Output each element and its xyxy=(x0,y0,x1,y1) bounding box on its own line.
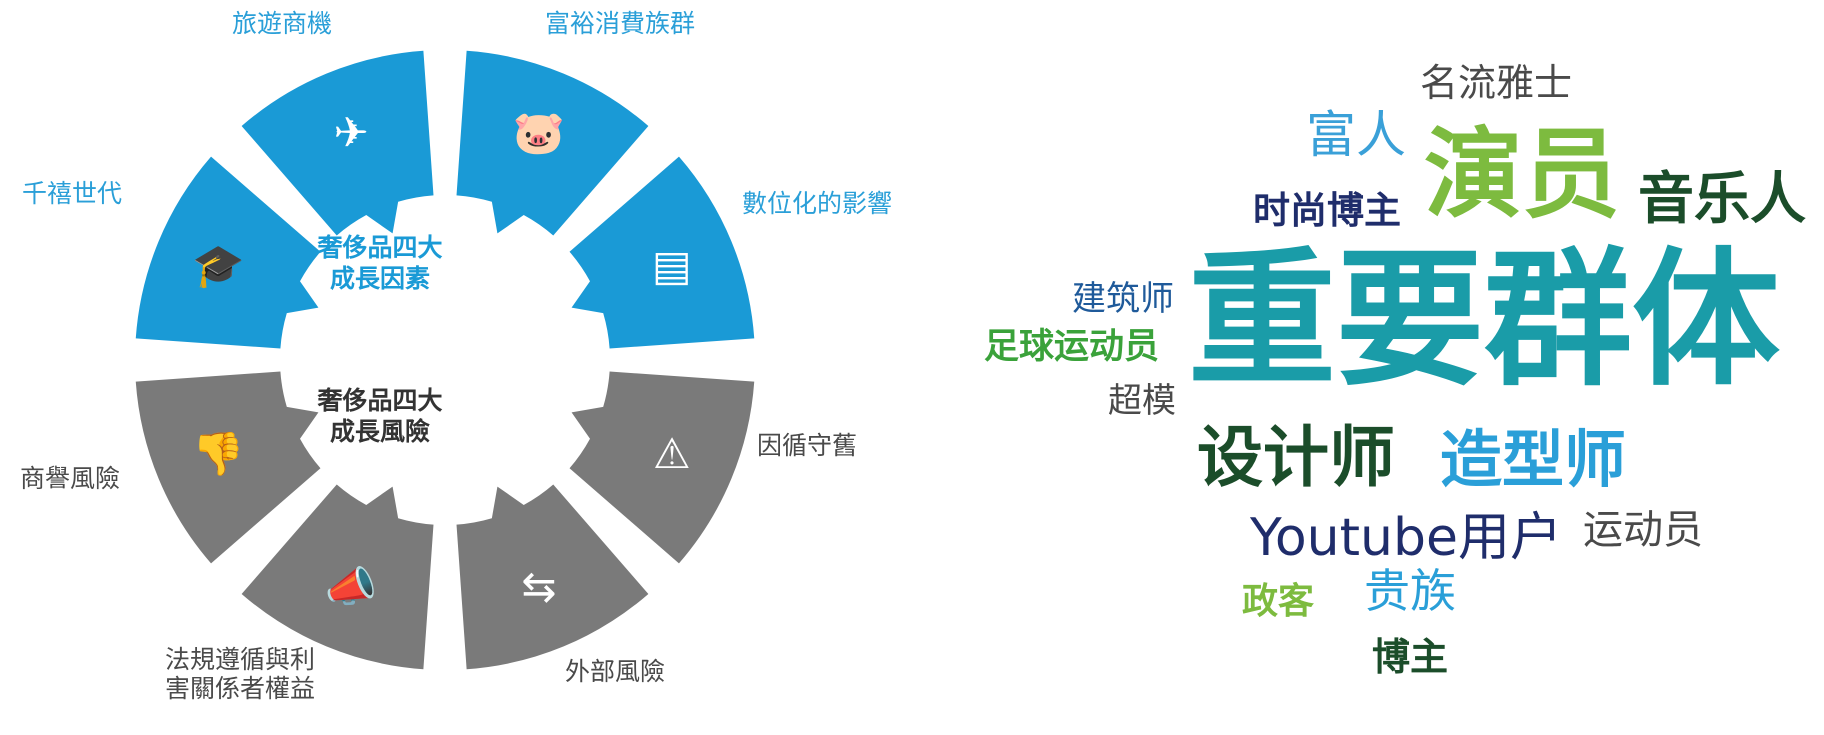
wheel-segment xyxy=(241,484,434,670)
word-wealthy: 富人 xyxy=(1306,106,1406,164)
word-aristocrat: 贵族 xyxy=(1364,564,1456,618)
label-compliance: 法規遵循與利 害關係者權益 xyxy=(165,645,316,703)
warning-icon: ⚠ xyxy=(653,429,691,478)
word-designer: 设计师 xyxy=(1197,419,1395,496)
word-athlete: 运动员 xyxy=(1583,507,1703,553)
signpost-icon: ⇆ xyxy=(521,562,556,611)
wheel-segment xyxy=(456,50,649,236)
label-millennials: 千禧世代 xyxy=(22,179,123,208)
wheel-segment xyxy=(569,371,755,564)
graduation-cap-icon: 🎓 xyxy=(192,241,244,290)
luxury-factors-wheel: ✈ 🐷 ▤ ⚠ ⇆ 📣 👎 🎓 xyxy=(135,50,755,670)
word-architect: 建筑师 xyxy=(1072,279,1174,319)
label-conservatism: 因循守舊 xyxy=(757,431,858,460)
word-supermodel: 超模 xyxy=(1108,381,1176,421)
label-affluent: 富裕消費族群 xyxy=(545,9,696,38)
word-blogger: 博主 xyxy=(1372,635,1449,679)
word-celebrities: 名流雅士 xyxy=(1420,61,1573,105)
wheel-segment xyxy=(135,371,321,564)
center-growth-title: 奢侈品四大 成長因素 xyxy=(317,233,443,294)
word-youtuber: Youtube用户 xyxy=(1250,508,1562,568)
wheel-segment xyxy=(241,50,434,236)
airplane-icon: ✈ xyxy=(333,108,368,157)
word-politician: 政客 xyxy=(1242,581,1315,622)
label-travel: 旅遊商機 xyxy=(232,9,333,38)
label-digital: 數位化的影響 xyxy=(742,189,893,218)
wheel-segment xyxy=(456,484,649,670)
word-footballer: 足球运动员 xyxy=(984,327,1160,367)
word-musician: 音乐人 xyxy=(1638,167,1806,232)
wheel-segment xyxy=(135,156,321,349)
word-key-groups: 重要群体 xyxy=(1188,234,1780,406)
word-fashion-blogger: 时尚博主 xyxy=(1253,189,1401,232)
megaphone-icon: 📣 xyxy=(325,562,377,611)
label-reputation: 商譽風險 xyxy=(20,464,121,493)
word-stylist: 造型师 xyxy=(1440,423,1627,496)
thumbs-down-icon: 👎 xyxy=(192,429,244,478)
label-external-risk: 外部風險 xyxy=(565,657,666,686)
wheel-segment xyxy=(569,156,755,349)
word-actor: 演员 xyxy=(1424,118,1621,232)
newspaper-icon: ▤ xyxy=(652,241,692,290)
piggy-bank-icon: 🐷 xyxy=(513,108,565,157)
center-risk-title: 奢侈品四大 成長風險 xyxy=(317,386,443,447)
